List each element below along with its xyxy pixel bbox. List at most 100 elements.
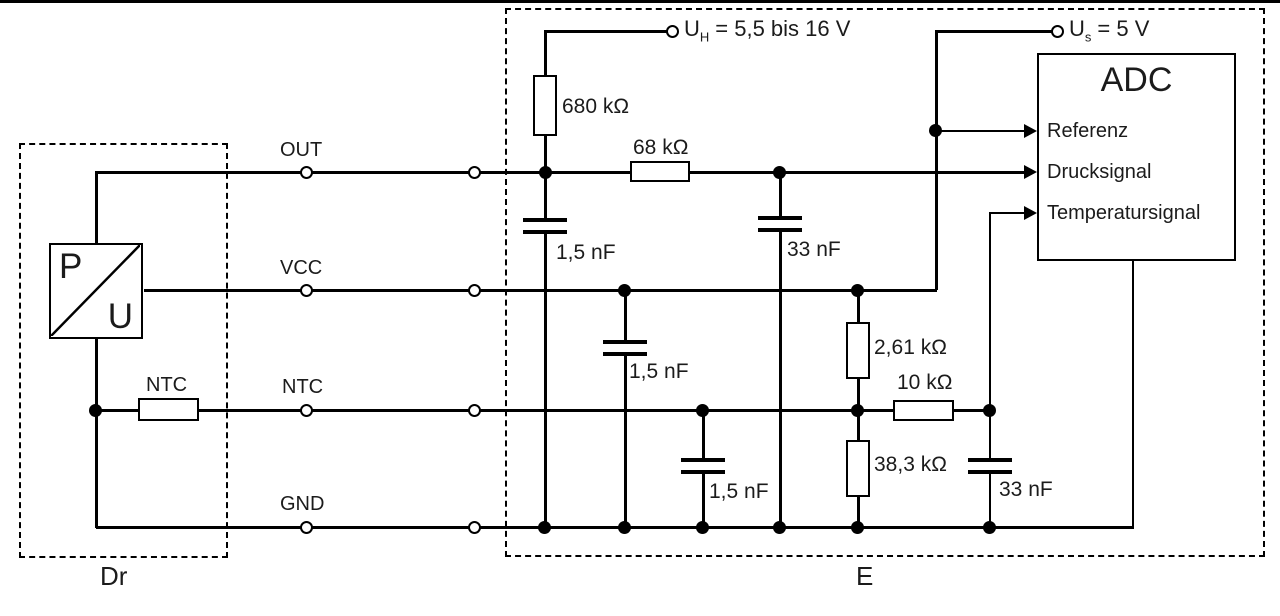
terminal-ntc-sensor [300, 404, 313, 417]
label-resistor-680k: 680 kΩ [562, 95, 630, 118]
resistor-10k [893, 400, 954, 421]
junction-gnd-c4 [696, 521, 709, 534]
cap-temp-filter-plate-top [968, 458, 1012, 462]
cap-out-gnd-plate-bottom [523, 230, 567, 234]
top-border-line [0, 0, 1280, 3]
adc-input-temperatursignal: Temperatursignal [1047, 202, 1201, 224]
junction-ntc-10k [983, 404, 996, 417]
junction-ntc-15nf [696, 404, 709, 417]
label-cap-vcc-gnd: 1,5 nF [629, 360, 689, 383]
terminal-gnd-sensor [300, 521, 313, 534]
uh-subscript: H [699, 29, 710, 45]
cap-ntc-gnd-plate-top [681, 458, 725, 462]
us-subscript: s [1084, 29, 1092, 45]
label-cap-out-gnd: 1,5 nF [556, 241, 616, 264]
label-cap-press-filter: 33 nF [787, 238, 841, 261]
pin-label-gnd: GND [280, 493, 325, 515]
adc-box: ADC Referenz Drucksignal Temperatursigna… [1037, 53, 1236, 261]
label-cap-ntc-gnd: 1,5 nF [709, 480, 769, 503]
junction-gnd-c3 [618, 521, 631, 534]
wire-680k-top [544, 31, 547, 77]
label-ntc-resistor: NTC [146, 374, 188, 396]
resistor-68k [630, 161, 690, 182]
wire-ntc-after-10k [951, 409, 991, 412]
arrowhead-drucksignal [1024, 165, 1037, 179]
wire-out-to-c2 [779, 172, 782, 216]
wire-temp-riser [989, 212, 991, 458]
wire-gnd-harness [312, 526, 469, 529]
wire-c5-to-gnd [989, 474, 991, 528]
wire-c2-to-gnd [779, 232, 782, 528]
wire-c1-to-gnd [544, 234, 547, 528]
label-ecu-box: E [856, 561, 874, 591]
label-resistor-10k: 10 kΩ [897, 371, 953, 394]
terminal-out-sensor [300, 166, 313, 179]
label-supply-us: Us= 5 V [1069, 16, 1149, 45]
wire-out-sensor [96, 171, 302, 174]
junction-gnd-c2 [773, 521, 786, 534]
wire-vcc-ecu [480, 289, 937, 292]
wire-ntc-ecu [480, 409, 895, 412]
wire-ntc-harness [312, 409, 469, 412]
label-sensor-box: Dr [100, 561, 128, 591]
cap-vcc-gnd-plate-top [603, 340, 647, 344]
pu-letter-p: P [59, 247, 83, 286]
cap-vcc-gnd-plate-bottom [603, 352, 647, 356]
wire-ntc-to-c4 [702, 410, 705, 458]
adc-input-referenz: Referenz [1047, 120, 1129, 142]
wire-ntc-sensor-right [196, 409, 302, 412]
wire-vcc-to-c3 [624, 290, 627, 340]
wire-vcc-to-2-61k [857, 290, 860, 324]
junction-gnd-c1 [538, 521, 551, 534]
label-resistor-38-3k: 38,3 kΩ [874, 453, 947, 476]
diagonal-divider-line [51, 245, 140, 336]
junction-out-33nf [773, 166, 786, 179]
cap-press-filter-plate-top [758, 216, 802, 220]
terminal-us-supply [1051, 25, 1064, 38]
terminal-gnd-ecu [468, 521, 481, 534]
cap-temp-filter-plate-bottom [968, 470, 1012, 474]
adc-input-drucksignal: Drucksignal [1047, 161, 1152, 183]
uh-value: = 5,5 bis 16 V [715, 16, 851, 41]
junction-sensor-ntc [89, 404, 102, 417]
wire-vcc-sensor [144, 289, 302, 292]
junction-referenz [929, 124, 942, 137]
wire-38-3k-to-gnd [857, 495, 860, 528]
terminal-vcc-ecu [468, 284, 481, 297]
resistor-680k [533, 75, 557, 136]
resistor-2-61k [846, 322, 870, 379]
wire-out-ecu-left [480, 171, 632, 174]
wire-ntc-sensor-left [96, 409, 140, 412]
label-supply-uh: UH = 5,5 bis 16 V [684, 16, 851, 45]
wire-vcc-harness [312, 289, 469, 292]
sensor-box-outline [19, 143, 228, 558]
wire-pu-bottom-drop [95, 338, 98, 528]
pin-label-vcc: VCC [280, 257, 323, 279]
junction-out-680k [539, 166, 552, 179]
junction-gnd-38-3k [851, 521, 864, 534]
cap-out-gnd-plate-top [523, 218, 567, 222]
wire-c4-to-gnd [702, 474, 705, 528]
wire-c3-to-gnd [624, 356, 627, 528]
adc-title: ADC [1100, 61, 1173, 99]
junction-vcc-divider [851, 284, 864, 297]
resistor-ntc [138, 398, 199, 421]
wire-gnd-sensor [96, 526, 302, 529]
junction-vcc-15nf [618, 284, 631, 297]
terminal-vcc-sensor [300, 284, 313, 297]
uh-symbol: U [684, 16, 700, 41]
arrowhead-temperatursignal [1024, 206, 1037, 220]
wire-us-supply [935, 30, 1052, 33]
wire-adc-to-gnd [1132, 259, 1134, 528]
terminal-uh-supply [666, 25, 679, 38]
label-cap-temp-filter: 33 nF [999, 478, 1053, 501]
wire-gnd-ecu [480, 526, 1134, 529]
junction-gnd-c5 [983, 521, 996, 534]
resistor-38-3k [846, 440, 870, 497]
wire-referenz [936, 130, 1026, 132]
terminal-out-ecu [468, 166, 481, 179]
wire-temperatursignal [990, 212, 1026, 214]
cap-press-filter-plate-bottom [758, 228, 802, 232]
label-resistor-68k: 68 kΩ [633, 136, 689, 159]
